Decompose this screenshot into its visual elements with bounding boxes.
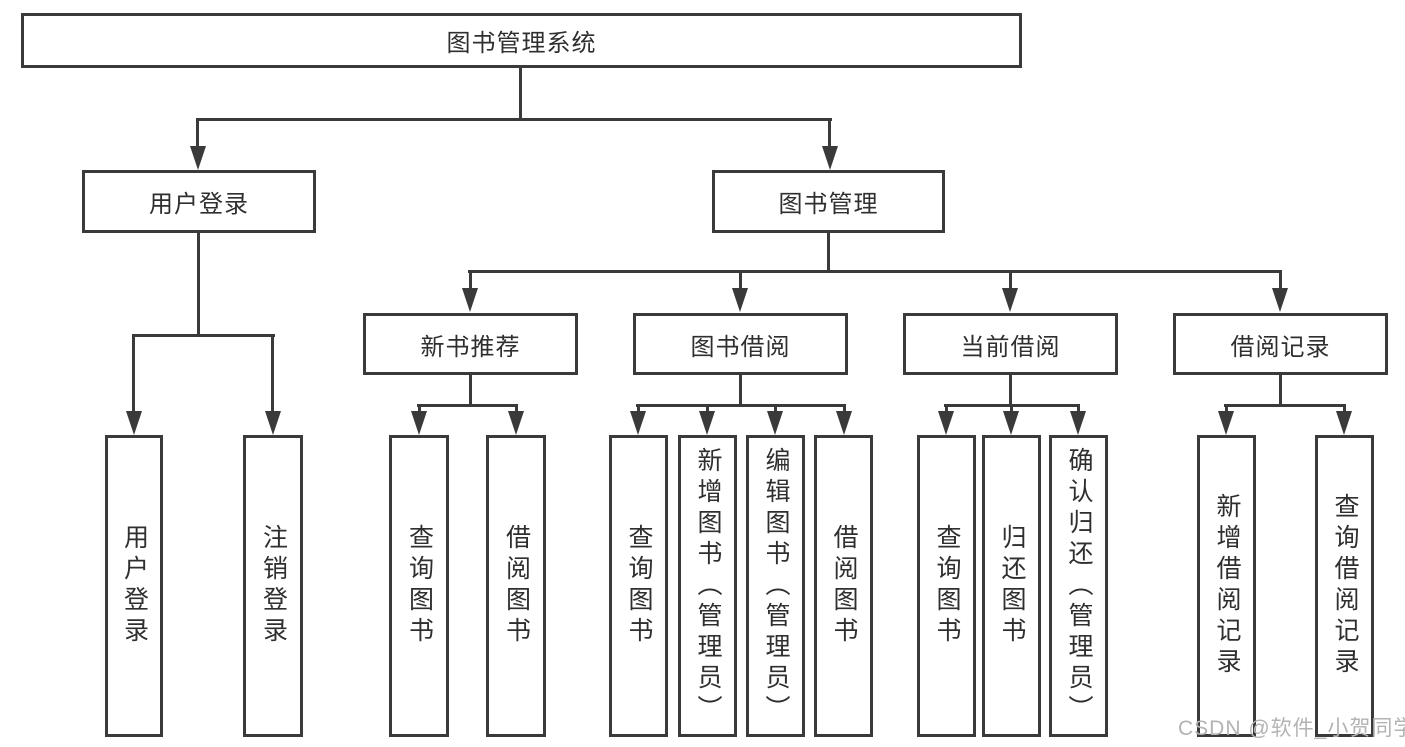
node-label: 当前借阅	[960, 333, 1061, 361]
leaf-query-books-borrow: 查询图书	[609, 435, 668, 737]
node-label: 图书管理	[778, 191, 879, 218]
node-label: 查询图书	[933, 524, 961, 648]
leaf-query-books-current: 查询图书	[917, 435, 976, 737]
connector-hline	[944, 404, 1080, 407]
node-label: 新增借阅记录	[1213, 493, 1241, 679]
connector-vline	[1225, 407, 1228, 413]
connector-vline	[774, 407, 777, 413]
arrow-down-icon	[1002, 288, 1018, 312]
connector-vline	[828, 121, 831, 147]
connector-vline	[469, 375, 472, 406]
node-label: 新书推荐	[420, 333, 521, 361]
node-label: 图书借阅	[690, 333, 791, 361]
leaf-user-login: 用户登录	[105, 435, 163, 737]
arrow-down-icon	[938, 411, 954, 435]
node-label: 查询图书	[625, 524, 653, 648]
leaf-logout: 注销登录	[243, 435, 303, 737]
connector-vline	[271, 337, 274, 412]
arrow-down-icon	[699, 411, 715, 435]
node-label: 查询借阅记录	[1331, 493, 1359, 679]
node-label: 用户登录	[149, 191, 249, 218]
connector-vline	[843, 407, 846, 413]
connector-hline	[196, 118, 832, 121]
node-label: 借阅图书	[830, 524, 858, 648]
connector-hline	[636, 404, 846, 407]
node-label: 借阅记录	[1230, 333, 1331, 361]
connector-vline	[637, 407, 640, 413]
connector-vline	[706, 407, 709, 413]
connector-vline	[945, 407, 948, 413]
leaf-query-borrow-record: 查询借阅记录	[1315, 435, 1374, 737]
node-book-borrow: 图书借阅	[633, 313, 848, 375]
connector-vline	[515, 407, 518, 413]
arrow-down-icon	[1070, 411, 1086, 435]
csdn-watermark: CSDN @软件_小贺同学	[1178, 717, 1405, 740]
node-label: 新增图书（管理员）	[694, 446, 722, 726]
arrow-down-icon	[190, 146, 206, 170]
connector-vline	[739, 273, 742, 289]
leaf-confirm-return-admin: 确认归还（管理员）	[1049, 435, 1108, 737]
connector-vline	[196, 121, 199, 147]
node-label: 图书管理系统	[446, 30, 597, 57]
arrow-down-icon	[1003, 411, 1019, 435]
node-label: 编辑图书（管理员）	[762, 446, 790, 726]
connector-vline	[1009, 375, 1012, 406]
arrow-down-icon	[462, 288, 478, 312]
node-label: 用户登录	[120, 524, 149, 648]
arrow-down-icon	[822, 146, 838, 170]
connector-vline	[469, 273, 472, 289]
connector-hline	[1224, 404, 1346, 407]
connector-vline	[1279, 375, 1282, 406]
connector-vline	[739, 375, 742, 406]
connector-vline	[519, 68, 522, 121]
leaf-add-borrow-record: 新增借阅记录	[1197, 435, 1256, 737]
arrow-down-icon	[836, 411, 852, 435]
connector-hline	[417, 404, 518, 407]
arrow-down-icon	[265, 411, 281, 435]
node-user-login-branch: 用户登录	[82, 170, 316, 233]
connector-hline	[468, 270, 1282, 273]
leaf-return-books: 归还图书	[982, 435, 1041, 737]
node-borrow-records: 借阅记录	[1173, 313, 1388, 375]
node-book-management: 图书管理	[712, 170, 945, 233]
node-new-book-recommend: 新书推荐	[363, 313, 578, 375]
leaf-query-books-recommend: 查询图书	[389, 435, 449, 737]
node-label: 注销登录	[259, 524, 288, 648]
connector-vline	[132, 337, 135, 412]
arrow-down-icon	[630, 411, 646, 435]
connector-vline	[1279, 273, 1282, 289]
arrow-down-icon	[1336, 411, 1352, 435]
node-label: 确认归还（管理员）	[1065, 446, 1093, 726]
connector-vline	[197, 233, 200, 337]
arrow-down-icon	[767, 411, 783, 435]
connector-vline	[827, 233, 830, 272]
node-label: 查询图书	[405, 524, 434, 648]
node-current-borrow: 当前借阅	[903, 313, 1118, 375]
leaf-add-books-admin: 新增图书（管理员）	[678, 435, 737, 737]
node-label: 归还图书	[998, 524, 1026, 648]
connector-vline	[1010, 407, 1013, 413]
connector-vline	[1343, 407, 1346, 413]
arrow-down-icon	[508, 411, 524, 435]
node-library-system: 图书管理系统	[21, 13, 1022, 68]
node-label: 借阅图书	[502, 524, 531, 648]
leaf-borrow-books-recommend: 借阅图书	[486, 435, 546, 737]
connector-vline	[1077, 407, 1080, 413]
arrow-down-icon	[1218, 411, 1234, 435]
arrow-down-icon	[411, 411, 427, 435]
leaf-edit-books-admin: 编辑图书（管理员）	[746, 435, 805, 737]
arrow-down-icon	[732, 288, 748, 312]
connector-vline	[418, 407, 421, 413]
connector-hline	[132, 334, 275, 337]
connector-vline	[1009, 273, 1012, 289]
arrow-down-icon	[126, 411, 142, 435]
leaf-borrow-books: 借阅图书	[814, 435, 873, 737]
arrow-down-icon	[1272, 288, 1288, 312]
